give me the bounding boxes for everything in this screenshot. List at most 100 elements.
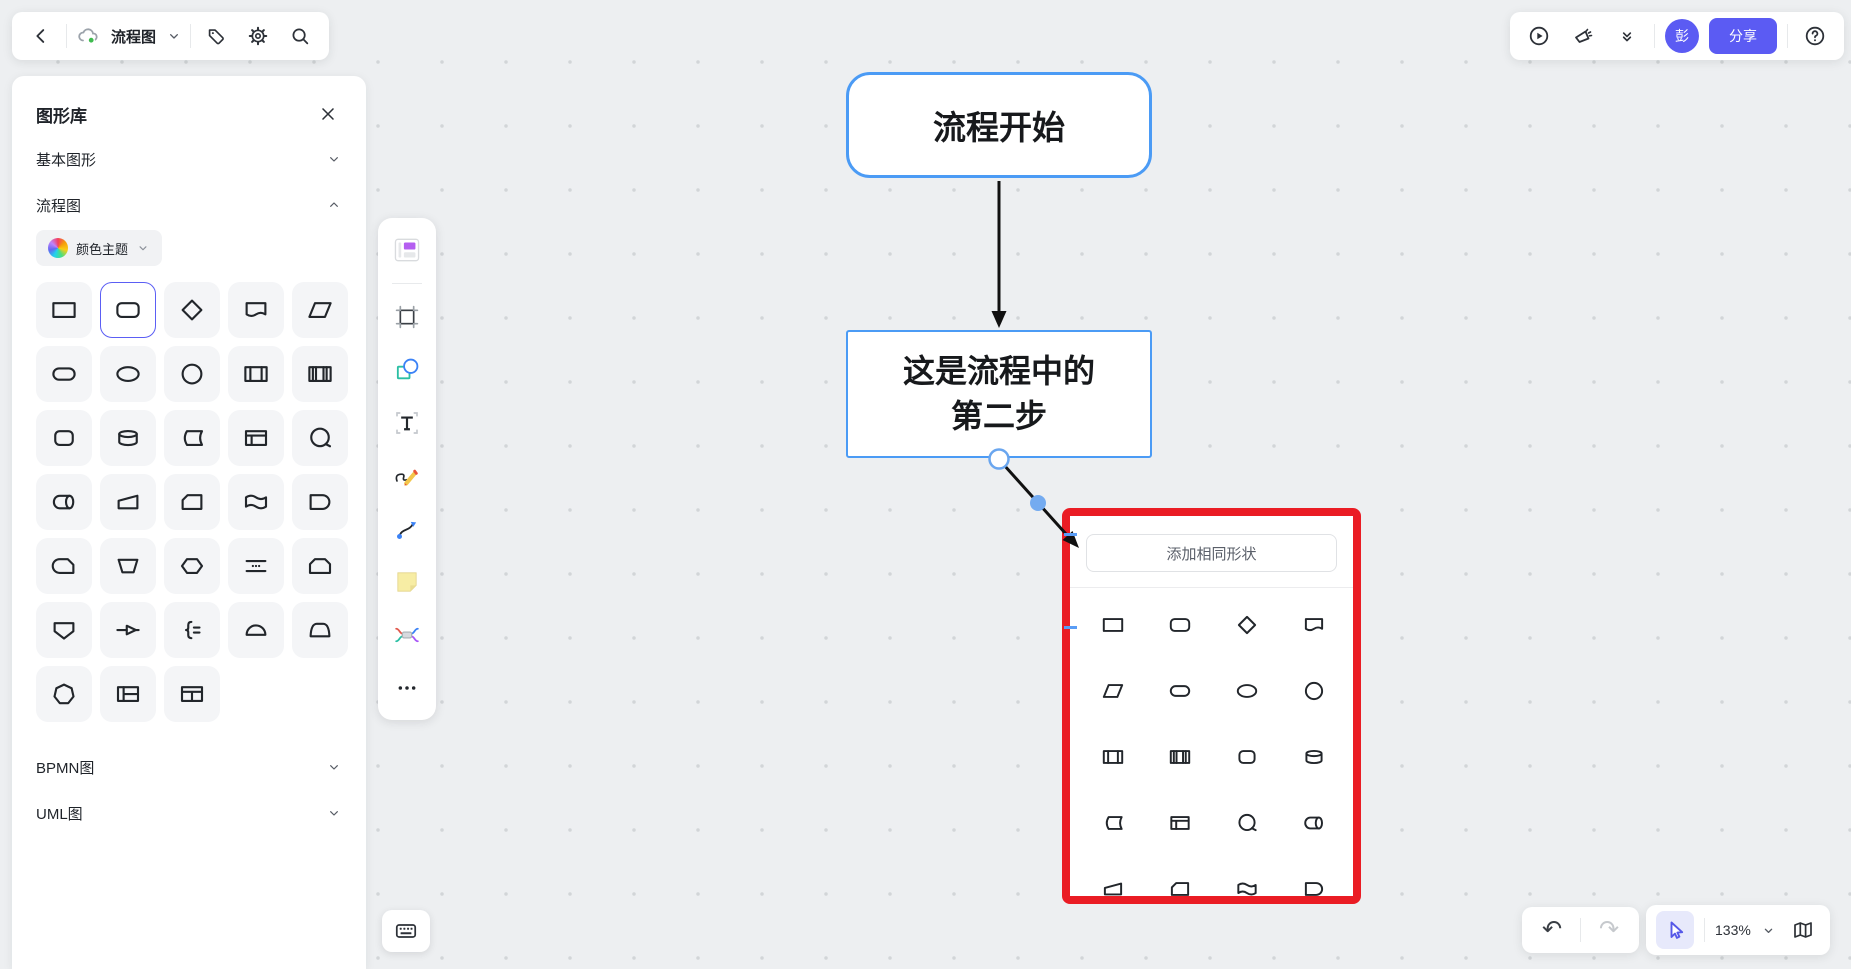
library-shape-loop-limit[interactable] xyxy=(292,538,348,594)
tool-connector-button[interactable] xyxy=(387,509,427,549)
search-button[interactable] xyxy=(283,19,317,53)
avatar[interactable]: 彭 xyxy=(1665,19,1699,53)
flow-node-step2[interactable]: 这是流程中的 第二步 xyxy=(846,330,1152,458)
popup-shape-predefined-process[interactable] xyxy=(1167,810,1193,836)
library-shape-manual-input[interactable] xyxy=(100,538,156,594)
library-shape-semicircle[interactable] xyxy=(228,602,284,658)
library-shape-manual-operation[interactable] xyxy=(100,474,156,530)
library-shape-cylinder[interactable] xyxy=(100,410,156,466)
popup-shape-internal-storage[interactable] xyxy=(1100,744,1126,770)
popup-shape-stadium[interactable] xyxy=(1167,678,1193,704)
popup-shape-stored-data[interactable] xyxy=(1100,810,1126,836)
tool-text-button[interactable] xyxy=(387,403,427,443)
library-shape-striped-rectangle[interactable] xyxy=(292,346,348,402)
settings-button[interactable] xyxy=(241,19,275,53)
section-uml[interactable]: UML图 xyxy=(36,790,342,836)
shortcuts-button[interactable] xyxy=(382,910,430,952)
map-icon xyxy=(1793,922,1812,938)
shape-library-panel: 图形库 基本图形 流程图 颜色主题 BPMN图 UML图 xyxy=(12,76,366,969)
popup-shape-manual-operation[interactable] xyxy=(1100,876,1126,896)
laser-pointer-icon xyxy=(1575,28,1593,43)
library-shape-parallelogram[interactable] xyxy=(292,282,348,338)
library-shape-direct-data[interactable] xyxy=(36,474,92,530)
flow-node-start[interactable]: 流程开始 xyxy=(846,72,1152,178)
tag-button[interactable] xyxy=(199,19,233,53)
tool-template-button[interactable] xyxy=(387,230,427,270)
library-shape-paper-tape[interactable] xyxy=(228,474,284,530)
popup-shape-direct-data[interactable] xyxy=(1301,810,1327,836)
popup-shape-parallelogram[interactable] xyxy=(1100,678,1126,704)
help-button[interactable] xyxy=(1798,19,1832,53)
share-button[interactable]: 分享 xyxy=(1709,18,1777,54)
library-shape-stored-data[interactable] xyxy=(164,410,220,466)
library-shape-display-badge[interactable] xyxy=(36,602,92,658)
caret-down-icon[interactable] xyxy=(166,28,182,44)
minimap-button[interactable] xyxy=(1786,913,1820,947)
library-shape-internal-storage[interactable] xyxy=(228,346,284,402)
chevron-down-icon xyxy=(330,765,338,770)
tool-mindmap-button[interactable] xyxy=(387,615,427,655)
section-bpmn[interactable]: BPMN图 xyxy=(36,744,342,790)
add-same-shape-button[interactable]: 添加相同形状 xyxy=(1086,534,1337,572)
library-shape-diamond[interactable] xyxy=(164,282,220,338)
popup-shape-card[interactable] xyxy=(1167,876,1193,896)
tool-shapes-button[interactable] xyxy=(387,350,427,390)
library-shape-split-window[interactable] xyxy=(164,666,220,722)
popup-shape-diamond[interactable] xyxy=(1234,612,1260,638)
library-shape-delay[interactable] xyxy=(292,474,348,530)
popup-shape-paper-tape[interactable] xyxy=(1234,876,1260,896)
flow-node-step2-line1: 这是流程中的 xyxy=(902,353,1095,390)
popup-shape-rounded-rectangle[interactable] xyxy=(1167,612,1193,638)
library-shape-predefined-process[interactable] xyxy=(228,410,284,466)
library-shape-document[interactable] xyxy=(228,282,284,338)
library-shape-ellipse[interactable] xyxy=(100,346,156,402)
view-controls: 133% xyxy=(1646,905,1830,955)
tool-draw-button[interactable] xyxy=(387,456,427,496)
present-button[interactable] xyxy=(1522,19,1556,53)
library-shape-parallel-mode[interactable] xyxy=(228,538,284,594)
library-shape-magnetic-tape[interactable] xyxy=(292,410,348,466)
popup-shape-circle[interactable] xyxy=(1301,678,1327,704)
library-shape-alternate-process[interactable] xyxy=(36,538,92,594)
document-title[interactable]: 流程图 xyxy=(111,28,157,46)
snap-indicator xyxy=(1064,626,1077,629)
popup-shape-striped-rectangle[interactable] xyxy=(1167,744,1193,770)
popup-shape-document[interactable] xyxy=(1301,612,1327,638)
library-shape-internal-storage-2[interactable] xyxy=(100,666,156,722)
tool-more-button[interactable] xyxy=(387,668,427,708)
select-tool-button[interactable] xyxy=(1656,911,1694,949)
library-shape-curved-trapezoid[interactable] xyxy=(292,602,348,658)
tool-sticky-note-button[interactable] xyxy=(387,562,427,602)
collapse-toolbar-button[interactable] xyxy=(1610,19,1644,53)
section-flowchart[interactable]: 流程图 xyxy=(36,182,342,228)
laser-pointer-button[interactable] xyxy=(1566,19,1600,53)
sticky-note-icon xyxy=(397,572,417,592)
popup-shape-delay[interactable] xyxy=(1301,876,1327,896)
library-shape-rounded-square[interactable] xyxy=(36,410,92,466)
library-shape-transfer-arrow[interactable] xyxy=(100,602,156,658)
close-panel-button[interactable] xyxy=(314,100,342,128)
tool-frame-button[interactable] xyxy=(387,297,427,337)
library-shape-card[interactable] xyxy=(164,474,220,530)
section-basic-shapes[interactable]: 基本图形 xyxy=(36,136,342,182)
keyboard-icon xyxy=(395,924,417,938)
caret-down-icon[interactable] xyxy=(1761,923,1776,938)
library-shape-circle[interactable] xyxy=(164,346,220,402)
library-shape-heptagon[interactable] xyxy=(36,666,92,722)
redo-button[interactable]: ↷ xyxy=(1585,913,1633,947)
popup-shape-rectangle[interactable] xyxy=(1100,612,1126,638)
popup-shape-cylinder[interactable] xyxy=(1301,744,1327,770)
popup-shape-magnetic-tape[interactable] xyxy=(1234,810,1260,836)
back-button[interactable] xyxy=(24,19,58,53)
library-shape-annotation[interactable] xyxy=(164,602,220,658)
color-theme-selector[interactable]: 颜色主题 xyxy=(36,230,163,266)
library-shape-stadium[interactable] xyxy=(36,346,92,402)
divider xyxy=(1580,918,1581,942)
popup-shape-ellipse[interactable] xyxy=(1234,678,1260,704)
library-shape-rectangle[interactable] xyxy=(36,282,92,338)
library-shape-preparation[interactable] xyxy=(164,538,220,594)
zoom-level[interactable]: 133% xyxy=(1715,922,1751,938)
library-shape-rounded-rectangle[interactable] xyxy=(100,282,156,338)
popup-shape-rounded-square[interactable] xyxy=(1234,744,1260,770)
undo-button[interactable]: ↶ xyxy=(1528,913,1576,947)
